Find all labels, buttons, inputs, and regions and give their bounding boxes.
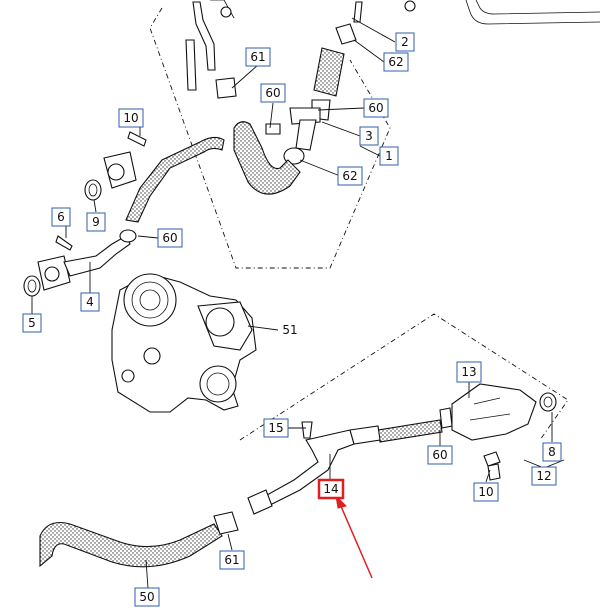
callout-6[interactable]: 6 <box>51 207 71 227</box>
callout-62-a[interactable]: 62 <box>383 52 409 72</box>
callout-14-text: 14 <box>323 482 338 496</box>
leader-lines <box>31 17 565 589</box>
callout-50-text: 50 <box>139 590 154 604</box>
callout-12-text: 12 <box>536 469 551 483</box>
callout-50[interactable]: 50 <box>134 587 160 607</box>
callout-13-text: 13 <box>461 365 476 379</box>
callout-61-a-text: 61 <box>250 50 265 64</box>
callout-8[interactable]: 8 <box>542 442 562 462</box>
callout-3-text: 3 <box>365 129 373 143</box>
callout-8-text: 8 <box>548 445 556 459</box>
callout-13[interactable]: 13 <box>456 361 482 383</box>
callout-60-c-text: 60 <box>162 231 177 245</box>
callout-10-b-text: 10 <box>478 485 493 499</box>
callout-60-d[interactable]: 60 <box>427 445 453 465</box>
callout-15[interactable]: 15 <box>263 418 289 438</box>
callout-60-b[interactable]: 60 <box>363 98 389 118</box>
callout-61-b[interactable]: 61 <box>219 550 245 570</box>
callout-9-text: 9 <box>92 215 100 229</box>
top-pipes <box>185 0 600 91</box>
callout-51[interactable]: 51 <box>278 321 302 339</box>
callout-60-c[interactable]: 60 <box>157 228 183 248</box>
callout-60-d-text: 60 <box>432 448 447 462</box>
callout-62-b[interactable]: 62 <box>337 166 363 186</box>
callout-5-text: 5 <box>28 316 36 330</box>
callout-62-a-text: 62 <box>388 55 403 69</box>
lower-hose <box>39 511 239 568</box>
callout-2-text: 2 <box>401 35 409 49</box>
callout-2[interactable]: 2 <box>395 32 415 52</box>
turbocharger <box>111 273 257 413</box>
callout-12[interactable]: 12 <box>531 466 557 486</box>
callout-9[interactable]: 9 <box>86 212 106 232</box>
highlight-arrow <box>335 494 373 579</box>
callout-6-text: 6 <box>57 210 65 224</box>
callout-61-a[interactable]: 61 <box>245 47 271 67</box>
callout-51-text: 51 <box>282 323 297 337</box>
callout-15-text: 15 <box>268 421 283 435</box>
callout-4[interactable]: 4 <box>80 292 100 312</box>
upper-hose-assembly <box>125 23 357 223</box>
callout-5[interactable]: 5 <box>22 313 42 333</box>
callout-60-a[interactable]: 60 <box>260 83 286 103</box>
callout-10-b[interactable]: 10 <box>473 482 499 502</box>
lower-pipe-assembly <box>247 383 557 515</box>
callout-14[interactable]: 14 <box>317 478 345 500</box>
callout-10-a-text: 10 <box>123 111 138 125</box>
assembly-boundary-upper <box>149 7 391 269</box>
callout-61-b-text: 61 <box>224 553 239 567</box>
callout-10-a[interactable]: 10 <box>118 108 144 128</box>
callout-60-a-text: 60 <box>265 86 280 100</box>
callout-3[interactable]: 3 <box>359 126 379 146</box>
callout-4-text: 4 <box>86 295 94 309</box>
callout-1-text: 1 <box>385 149 393 163</box>
callout-62-b-text: 62 <box>342 169 357 183</box>
callout-60-b-text: 60 <box>368 101 383 115</box>
callout-1[interactable]: 1 <box>379 146 399 166</box>
left-flange-parts <box>23 131 147 297</box>
